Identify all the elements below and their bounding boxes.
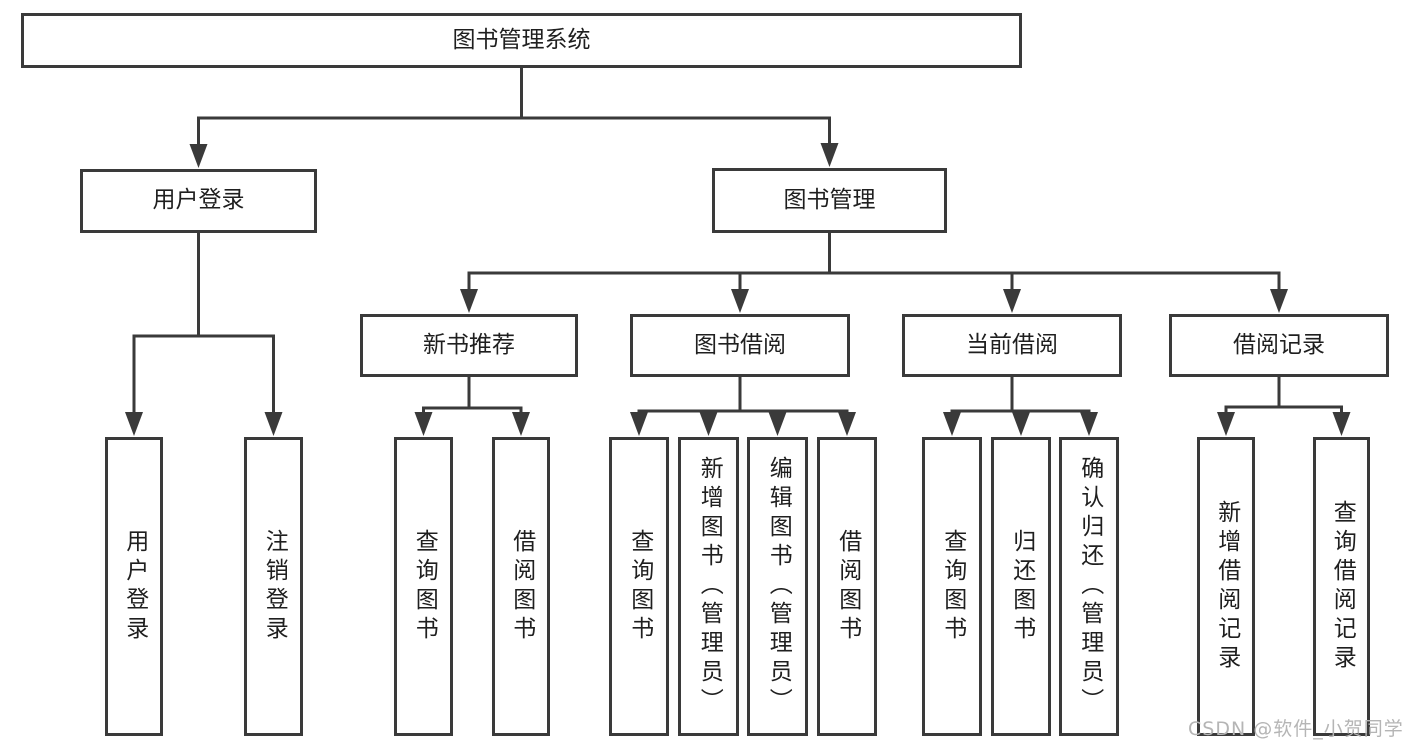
node-label-br-add: 新增借阅记录 xyxy=(1213,499,1240,674)
node-label-book-mgmt: 图书管理 xyxy=(783,186,876,213)
node-label-bb-borrow: 借阅图书 xyxy=(834,528,861,645)
node-bb-edit: 编辑图书（管理员） xyxy=(747,437,808,736)
node-bb-query: 查询图书 xyxy=(609,437,669,736)
node-nbr-query: 查询图书 xyxy=(394,437,453,736)
arrowhead-icon xyxy=(1003,289,1021,313)
arrowhead-icon xyxy=(731,289,749,313)
node-label-bb-edit: 编辑图书（管理员） xyxy=(765,456,792,717)
node-current-borrow: 当前借阅 xyxy=(902,314,1122,377)
node-user-login: 用户登录 xyxy=(80,169,317,233)
node-nbr-borrow: 借阅图书 xyxy=(492,437,550,736)
arrowhead-icon xyxy=(1217,412,1235,436)
node-label-nbr-query: 查询图书 xyxy=(411,528,438,645)
node-cb-confirm: 确认归还（管理员） xyxy=(1059,437,1119,736)
watermark: CSDN @软件_小贺同学 xyxy=(1188,718,1404,740)
arrowhead-icon xyxy=(699,412,718,436)
node-new-book-rec: 新书推荐 xyxy=(360,314,578,377)
node-root: 图书管理系统 xyxy=(21,13,1022,68)
node-bb-borrow: 借阅图书 xyxy=(817,437,877,736)
arrowhead-icon xyxy=(1080,412,1098,436)
node-label-root: 图书管理系统 xyxy=(452,26,591,53)
node-ul-login: 用户登录 xyxy=(105,437,163,736)
node-label-current-borrow: 当前借阅 xyxy=(966,331,1058,358)
arrowhead-icon xyxy=(768,412,787,436)
arrowhead-icon xyxy=(1270,289,1288,313)
arrowhead-icon xyxy=(943,412,961,436)
arrowhead-icon xyxy=(264,412,283,436)
node-label-br-query: 查询借阅记录 xyxy=(1329,499,1356,674)
arrowhead-icon xyxy=(1012,412,1030,436)
arrowhead-icon xyxy=(512,412,530,436)
node-label-cb-query: 查询图书 xyxy=(939,528,966,645)
node-book-mgmt: 图书管理 xyxy=(712,168,947,233)
node-cb-query: 查询图书 xyxy=(922,437,982,736)
arrowhead-icon xyxy=(1332,412,1351,436)
node-label-user-login: 用户登录 xyxy=(152,187,245,214)
node-cb-return: 归还图书 xyxy=(991,437,1051,736)
node-label-cb-confirm: 确认归还（管理员） xyxy=(1076,456,1103,717)
node-label-book-borrow: 图书借阅 xyxy=(694,331,786,358)
node-label-bb-query: 查询图书 xyxy=(626,528,653,645)
node-label-nbr-borrow: 借阅图书 xyxy=(508,528,535,645)
node-borrow-records: 借阅记录 xyxy=(1169,314,1389,377)
node-book-borrow: 图书借阅 xyxy=(630,314,850,377)
node-ul-logout: 注销登录 xyxy=(244,437,303,736)
node-label-new-book-rec: 新书推荐 xyxy=(423,331,515,358)
node-label-cb-return: 归还图书 xyxy=(1008,528,1035,645)
arrowhead-icon xyxy=(820,143,839,167)
node-label-ul-login: 用户登录 xyxy=(121,528,148,645)
node-label-bb-add: 新增图书（管理员） xyxy=(696,456,723,717)
node-label-ul-logout: 注销登录 xyxy=(261,528,288,645)
arrowhead-icon xyxy=(630,412,648,436)
node-bb-add: 新增图书（管理员） xyxy=(678,437,739,736)
arrowhead-icon xyxy=(838,412,856,436)
arrowhead-icon xyxy=(125,412,143,436)
arrowhead-icon xyxy=(414,412,433,436)
node-label-borrow-records: 借阅记录 xyxy=(1233,331,1325,358)
arrowhead-icon xyxy=(189,144,208,168)
node-br-query: 查询借阅记录 xyxy=(1313,437,1370,736)
arrowhead-icon xyxy=(460,289,478,313)
node-br-add: 新增借阅记录 xyxy=(1197,437,1255,736)
